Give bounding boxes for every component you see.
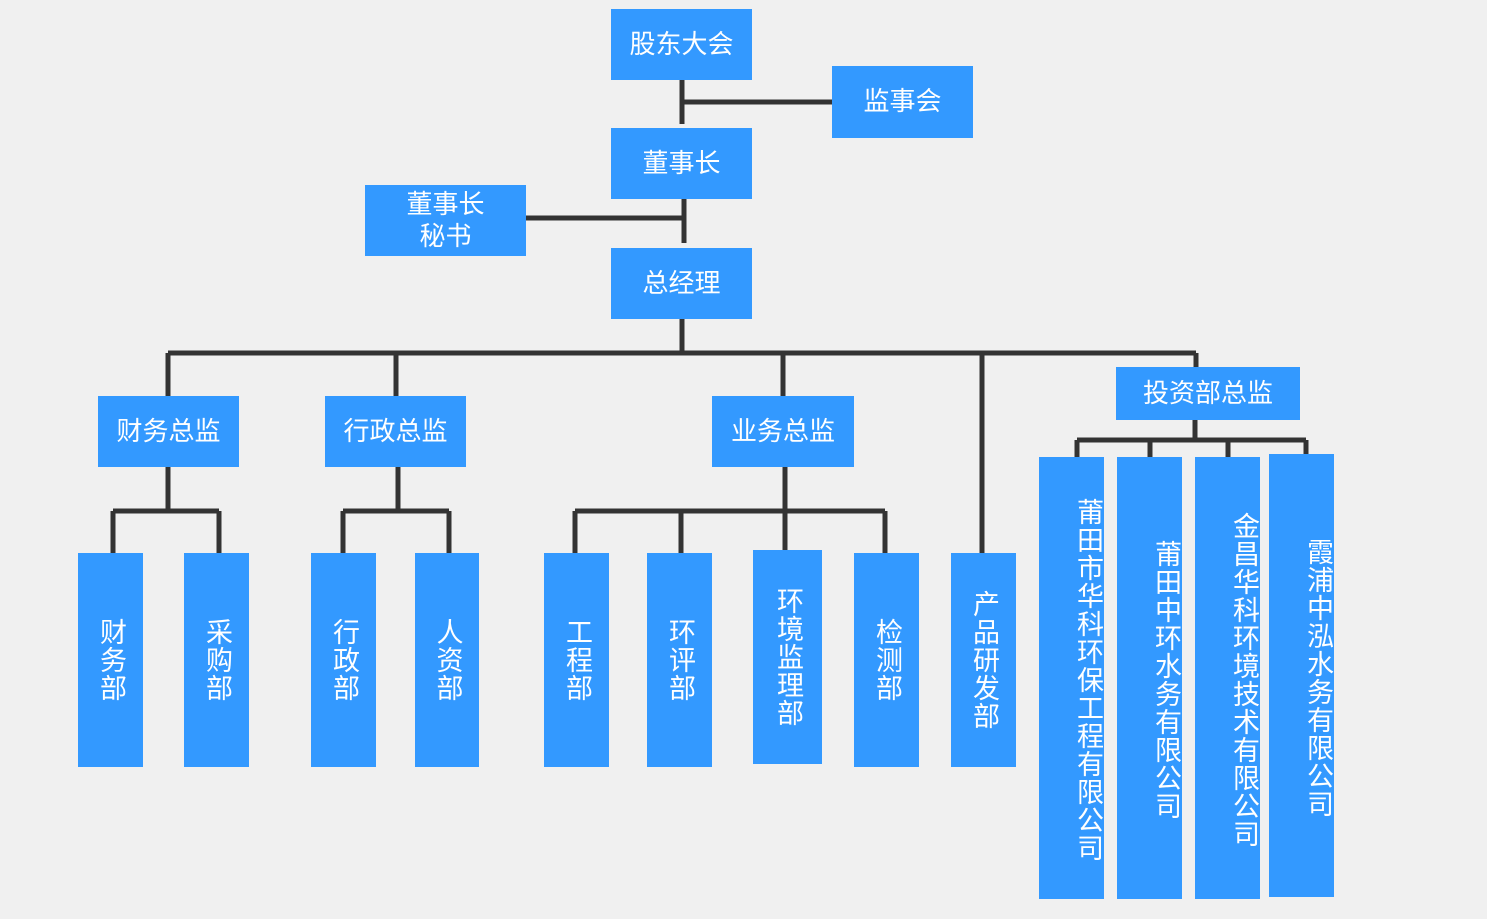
node-label-line2: 秘书 [419,221,472,252]
node-subsidiary-jinchang-huake: 金昌华科环境技术有限公司 [1195,457,1260,899]
node-shareholders: 股东大会 [611,9,752,80]
node-label: 莆田市华科环保工程有限公司 [1072,498,1103,862]
connector-business-group [572,467,888,553]
node-subsidiary-putian-huake: 莆田市华科环保工程有限公司 [1039,457,1104,899]
node-investment-director: 投资部总监 [1116,367,1300,420]
node-business-director: 业务总监 [712,396,854,467]
node-label: 业务总监 [730,416,835,447]
node-finance-dept: 财务部 [78,553,143,767]
node-label: 环评部 [664,618,695,702]
node-label: 霞浦中泓水务有限公司 [1302,537,1333,818]
node-admin-dept: 行政部 [311,553,376,767]
node-eia-dept: 环评部 [647,553,712,767]
node-engineering-dept: 工程部 [544,553,609,767]
node-supervisors: 监事会 [832,66,973,138]
connector-investment-group [1074,420,1309,457]
node-rd-dept: 产品研发部 [951,553,1016,767]
node-general-manager: 总经理 [611,248,752,319]
node-subsidiary-xiapu-zhonghong: 霞浦中泓水务有限公司 [1269,454,1334,897]
node-chairman: 董事长 [611,128,752,199]
node-label: 人资部 [431,618,463,702]
node-label: 投资部总监 [1142,378,1273,409]
node-secretary: 董事长 秘书 [365,185,526,256]
node-label: 财务总监 [116,416,221,447]
node-label: 股东大会 [629,29,734,60]
node-label-line1: 董事长 [406,189,485,220]
node-hr-dept: 人资部 [415,553,479,767]
node-label: 金昌华科环境技术有限公司 [1228,512,1259,848]
node-testing-dept: 检测部 [854,553,919,767]
connector-finance-group [110,467,222,553]
node-label: 莆田中环水务有限公司 [1150,540,1181,820]
node-label: 采购部 [201,618,232,702]
node-label: 财务部 [95,618,126,702]
node-label: 检测部 [871,618,902,702]
node-purchasing-dept: 采购部 [184,553,249,767]
node-label: 行政部 [328,618,359,702]
node-label: 环境监理部 [772,587,803,727]
node-label: 董事长 [642,148,721,179]
node-label: 总经理 [642,268,721,299]
node-label: 监事会 [863,87,942,117]
node-subsidiary-putian-zhonghuan: 莆田中环水务有限公司 [1117,457,1182,899]
connector-admin-group [340,467,452,553]
node-finance-director: 财务总监 [98,396,239,467]
node-env-supervision-dept: 环境监理部 [753,550,822,764]
node-admin-director: 行政总监 [325,396,466,467]
node-label: 工程部 [561,618,592,702]
node-label: 产品研发部 [968,590,999,730]
node-label: 行政总监 [343,416,448,447]
